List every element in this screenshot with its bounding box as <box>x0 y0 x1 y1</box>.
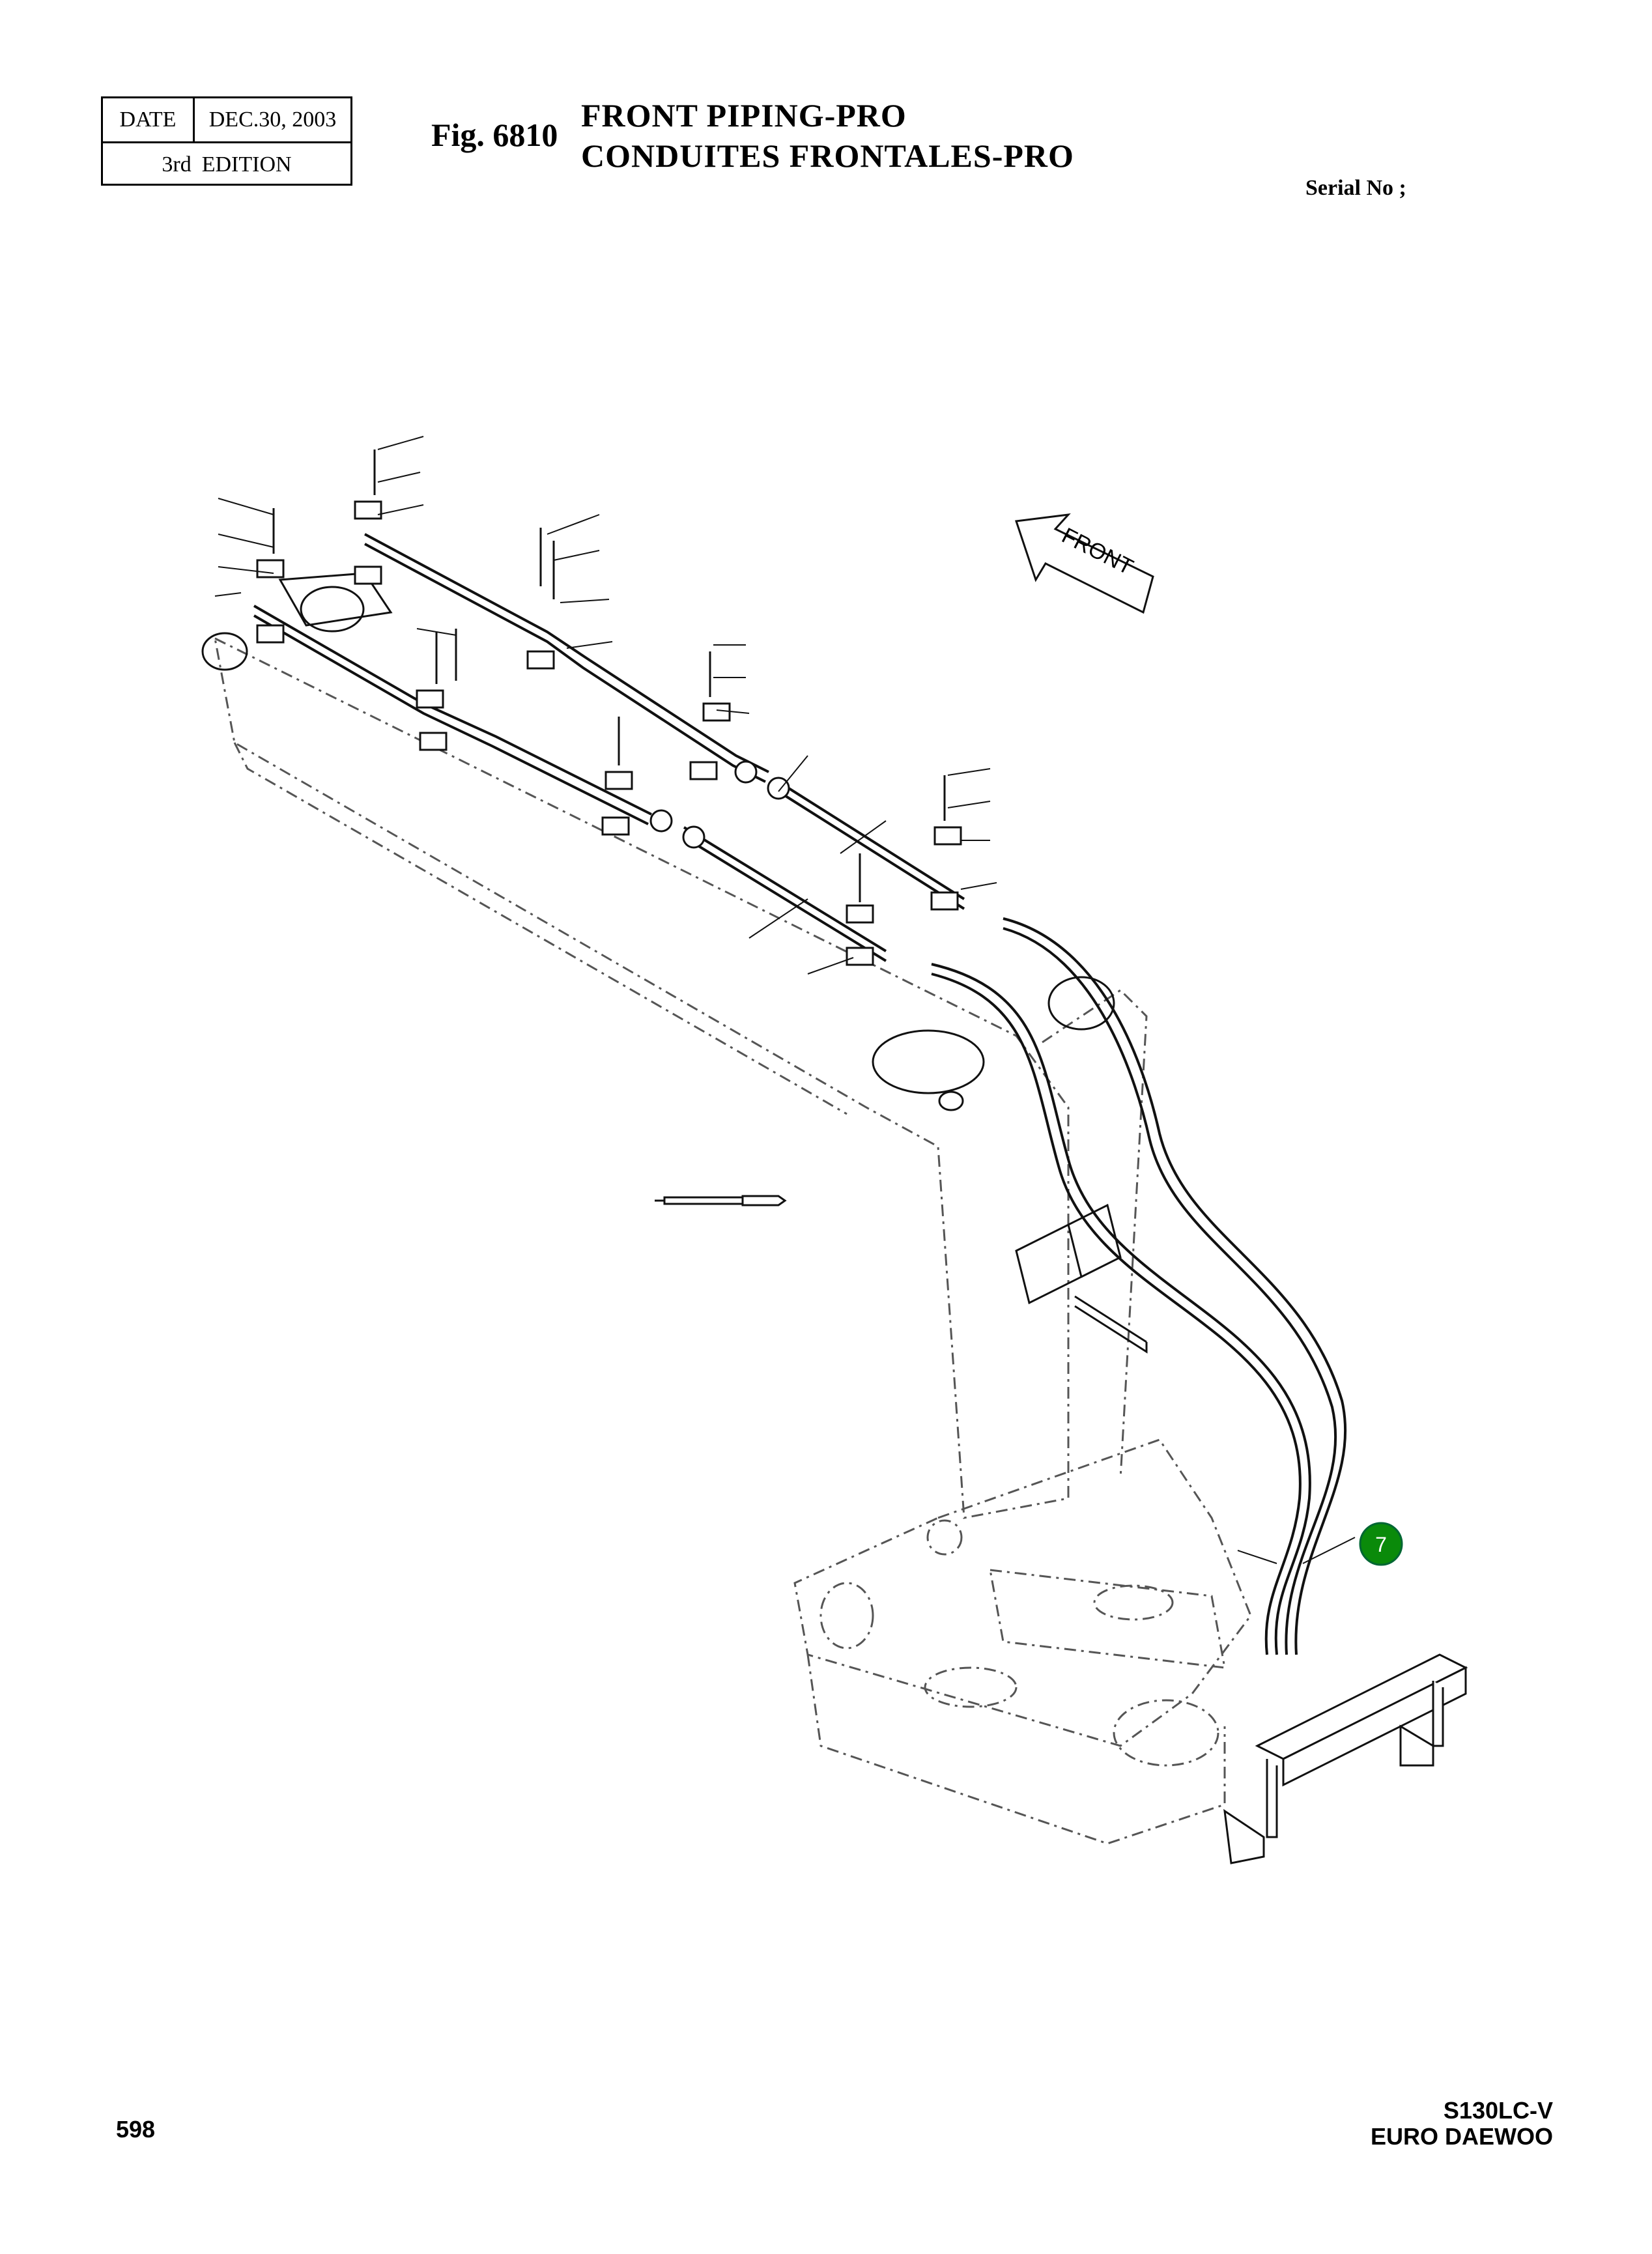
boom-head <box>201 572 1115 1111</box>
side-frame <box>1223 1653 1468 1864</box>
edition-label: EDITION <box>201 152 292 177</box>
callout-7-number: 7 <box>1375 1533 1387 1556</box>
lower-pipe-line <box>253 605 887 962</box>
brand-name: EURO DAEWOO <box>1370 2123 1553 2150</box>
leader-lines <box>214 436 1356 1564</box>
figure-number: Fig. 6810 <box>431 117 558 153</box>
hoses <box>931 917 1347 1655</box>
callout-7[interactable]: 7 <box>1359 1522 1403 1566</box>
title-french: CONDUITES FRONTALES-PRO <box>581 137 1074 174</box>
clamp-hardware <box>256 500 962 966</box>
model-name: S130LC-V <box>1443 2097 1553 2124</box>
cable-tie <box>655 1195 787 1206</box>
serial-number-label: Serial No ; <box>1305 176 1406 200</box>
page-number: 598 <box>116 2116 156 2143</box>
upper-pipe-line <box>364 533 965 910</box>
front-arrow: FRONT <box>1014 513 1154 614</box>
valve-block <box>1015 1203 1148 1354</box>
date-edition-box: DATE DEC.30, 2003 3rd EDITION <box>101 96 352 186</box>
edition-number: 3rd <box>162 152 192 177</box>
boom-phantom-outline <box>213 636 1252 1845</box>
bolts <box>272 449 946 902</box>
model-block: S130LC-V EURO DAEWOO <box>1371 2098 1553 2150</box>
callout-7-circle[interactable] <box>1359 1522 1403 1566</box>
title-english: FRONT PIPING-PRO <box>581 97 907 134</box>
date-value: DEC.30, 2003 <box>208 107 337 132</box>
date-label: DATE <box>103 98 195 141</box>
